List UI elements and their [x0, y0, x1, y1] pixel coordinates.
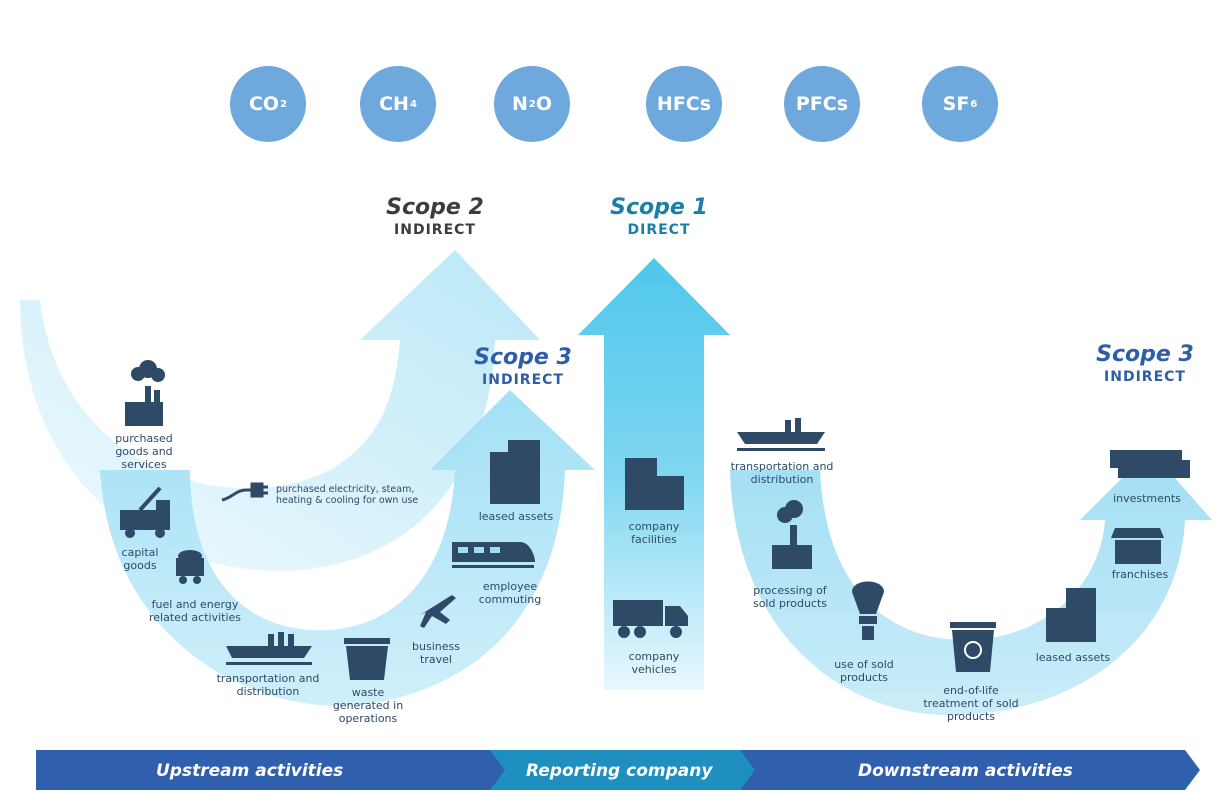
dumpster-icon	[344, 638, 390, 680]
label-purchased-electricity: purchased electricity, steam, heating & …	[276, 484, 419, 506]
label-leased-assets-upstream: leased assets	[478, 510, 554, 523]
truck-icon	[613, 600, 688, 638]
label-employee-commuting: employee commuting	[478, 580, 542, 606]
scope3-downstream-arrow	[730, 450, 1212, 716]
scope3-downstream-heading: Scope 3 INDIRECT	[1080, 342, 1210, 385]
scope2-subtitle: INDIRECT	[394, 222, 476, 238]
reporting-band-accent	[490, 750, 755, 790]
scope1-subtitle: DIRECT	[627, 222, 691, 238]
scope3-downstream-title: Scope 3	[1096, 342, 1194, 367]
ship-icon	[226, 632, 312, 665]
recycle-bin-icon	[950, 622, 996, 672]
label-end-of-life: end-of-life treatment of sold products	[923, 684, 1019, 723]
scope3-upstream-subtitle: INDIRECT	[482, 372, 564, 388]
label-company-facilities: company facilities	[628, 520, 680, 546]
band-reporting-label: Reporting company	[526, 761, 713, 781]
label-company-vehicles: company vehicles	[628, 650, 680, 676]
band-upstream-label: Upstream activities	[156, 761, 344, 781]
light-bulb-icon	[852, 581, 884, 640]
ship-icon	[737, 418, 825, 451]
scope2-title: Scope 2	[386, 195, 484, 220]
band-downstream-label: Downstream activities	[858, 761, 1073, 781]
scope2-heading: Scope 2 INDIRECT	[370, 195, 500, 238]
factory-cloud-icon	[125, 360, 165, 426]
label-transport-downstream: transportation and distribution	[730, 460, 834, 486]
label-transport-upstream: transportation and distribution	[216, 672, 320, 698]
scope3-upstream-title: Scope 3	[474, 345, 572, 370]
gas-hfcs: HFCs	[646, 66, 722, 142]
scope3-downstream-subtitle: INDIRECT	[1104, 369, 1186, 385]
coal-cart-icon	[176, 550, 204, 584]
scope3-upstream-heading: Scope 3 INDIRECT	[458, 345, 588, 388]
building-icon	[490, 440, 540, 504]
train-icon	[452, 542, 535, 568]
label-purchased-goods: purchased goods and services	[115, 432, 173, 471]
airplane-icon	[420, 595, 456, 628]
label-capital-goods: capital goods	[121, 546, 159, 572]
label-processing: processing of sold products	[752, 584, 828, 610]
gas-pfcs: PFCs	[784, 66, 860, 142]
label-use-of-sold: use of sold products	[834, 658, 894, 684]
label-waste: waste generated in operations	[332, 686, 404, 725]
crane-truck-icon	[120, 486, 170, 538]
scope3-upstream-arrow	[100, 390, 595, 706]
factory-cloud-icon	[772, 500, 812, 569]
building-icon	[625, 458, 684, 510]
building-icon	[1046, 588, 1096, 642]
scope1-title: Scope 1	[610, 195, 708, 220]
plug-icon	[221, 482, 268, 502]
label-franchises: franchises	[1111, 568, 1169, 581]
label-leased-assets-downstream: leased assets	[1035, 651, 1111, 664]
label-fuel-energy: fuel and energy related activities	[149, 598, 241, 624]
shop-icon	[1111, 528, 1164, 564]
label-investments: investments	[1113, 492, 1181, 505]
label-business-travel: business travel	[412, 640, 460, 666]
money-icon	[1110, 450, 1190, 478]
scope1-heading: Scope 1 DIRECT	[594, 195, 724, 238]
